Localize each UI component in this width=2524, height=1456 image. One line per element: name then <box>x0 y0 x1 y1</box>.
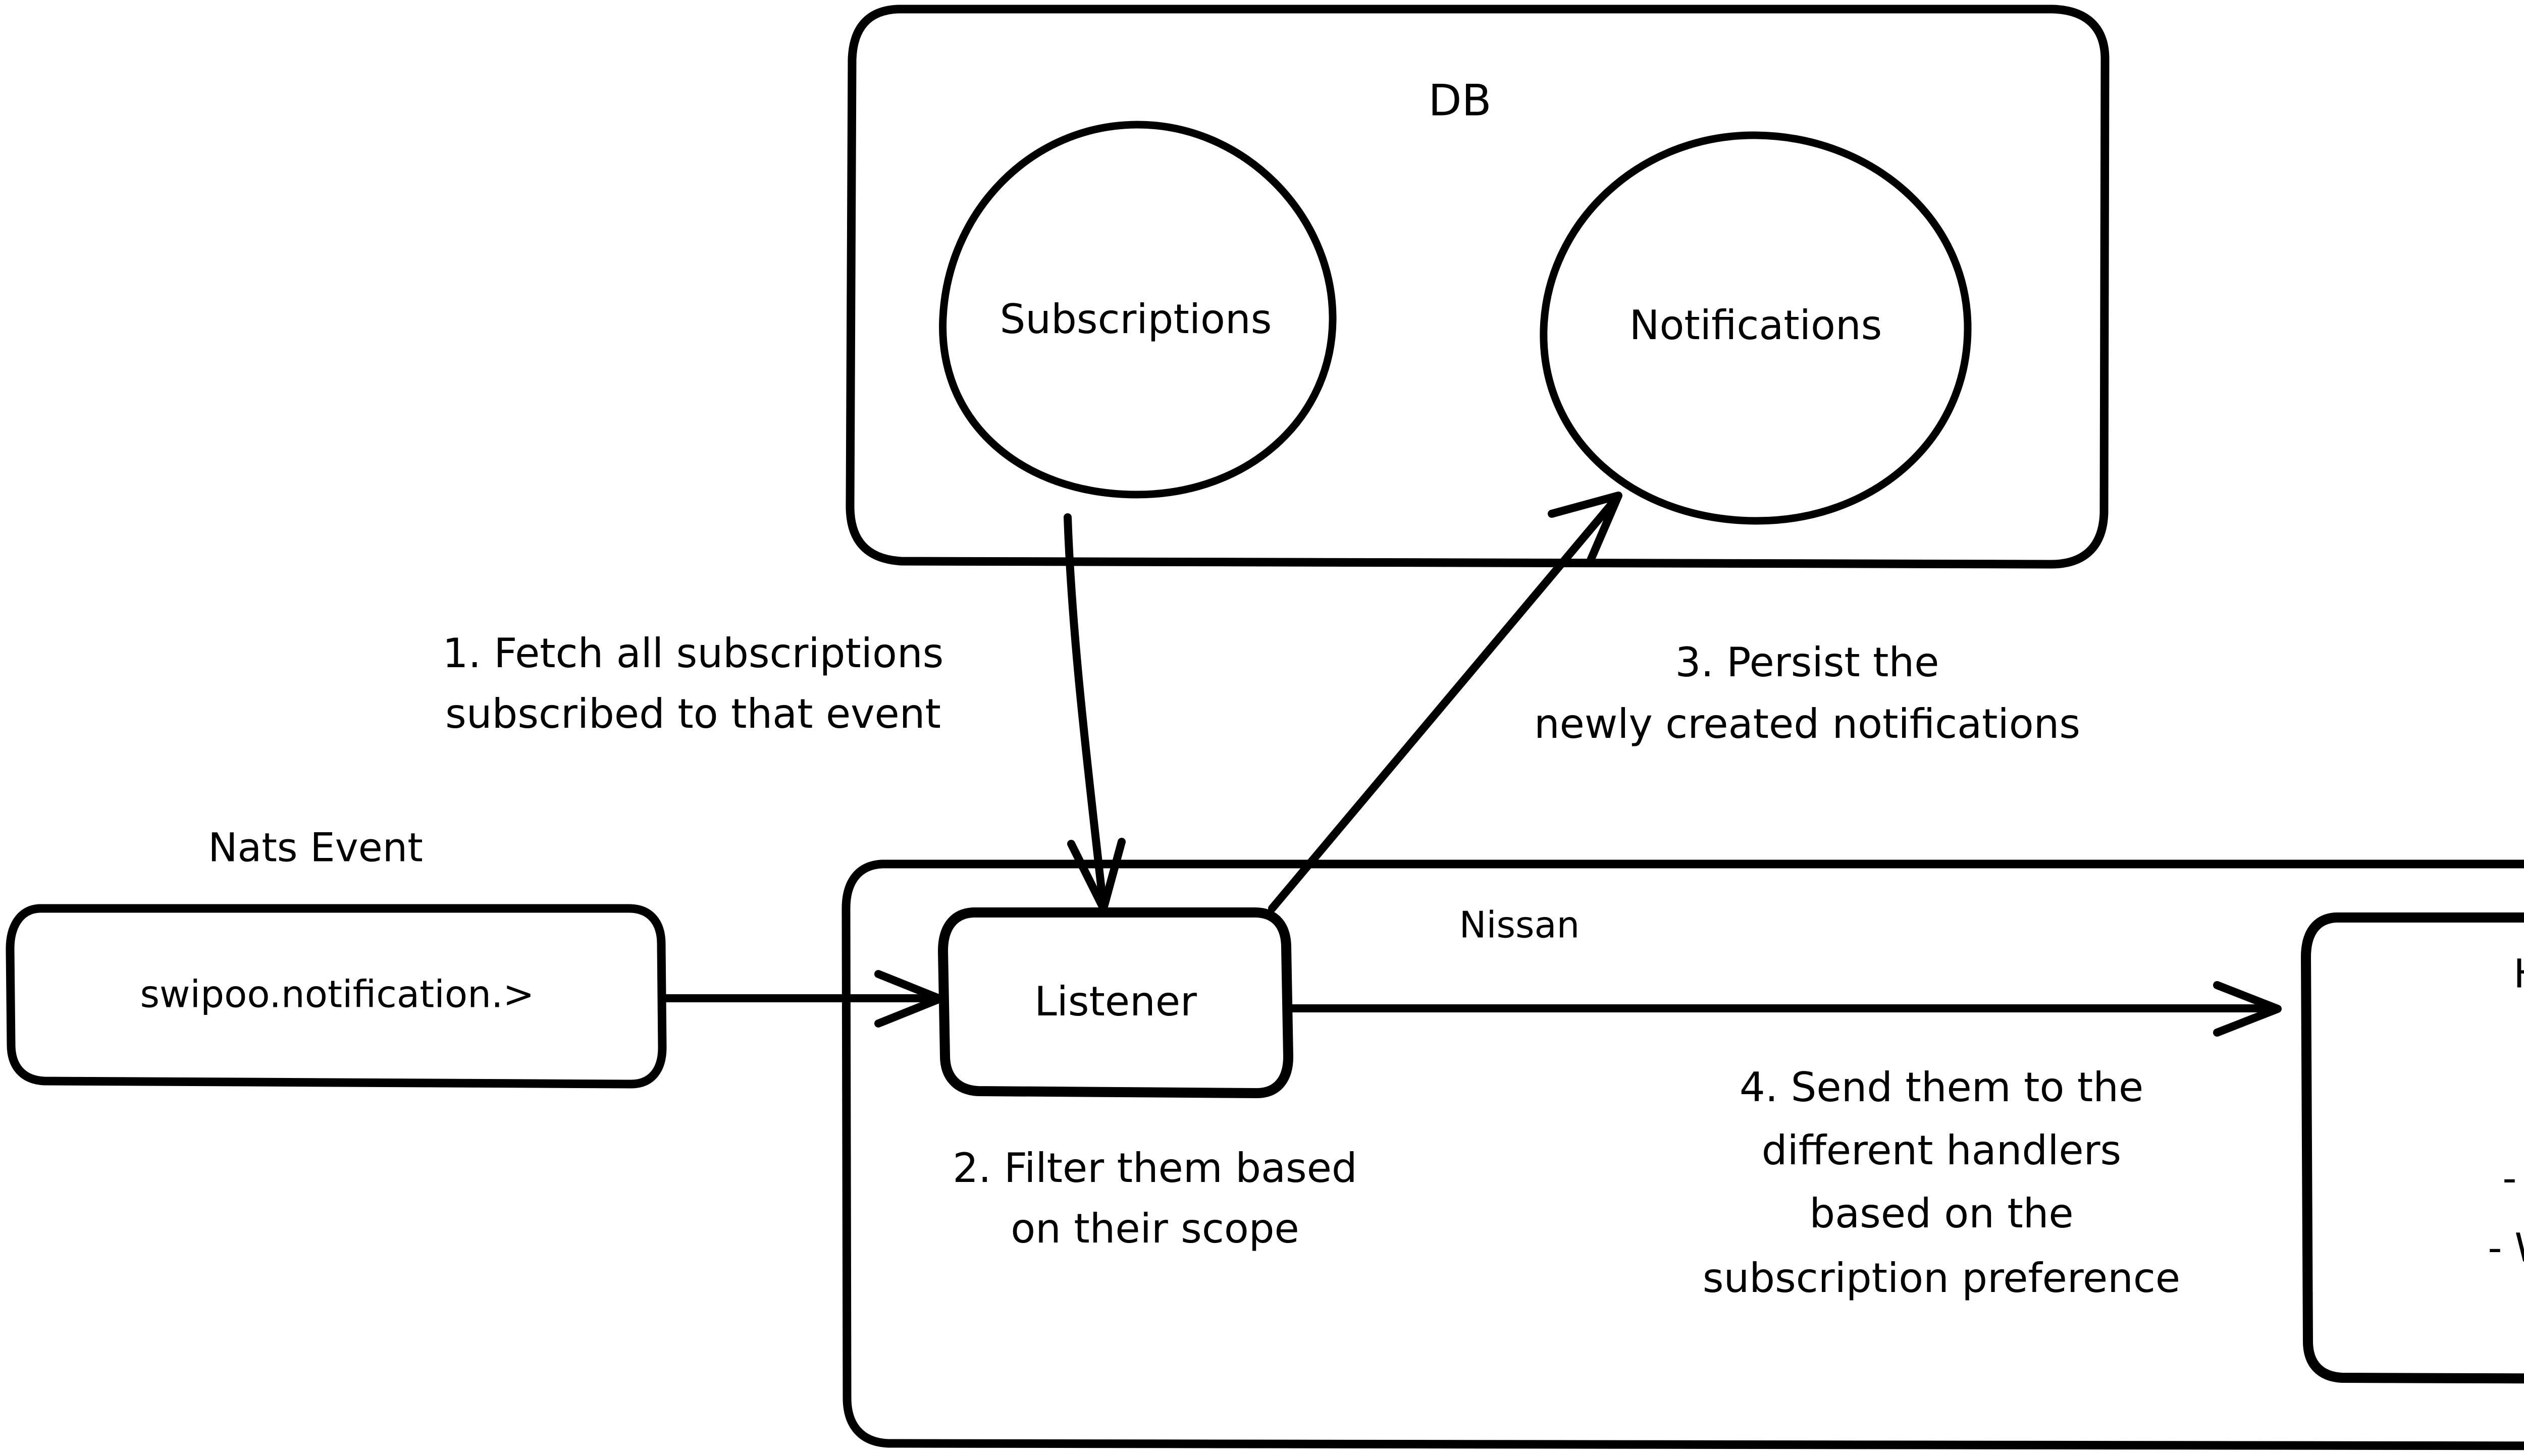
step-4-line-1: 4. Send them to the <box>1740 1064 2143 1111</box>
store-notifications[interactable]: Notifications <box>1540 131 1972 525</box>
notifications-label: Notifications <box>1629 302 1882 349</box>
step-1-annotation: 1. Fetch all subscriptions subscribed to… <box>443 630 944 737</box>
step-2-line-2: on their scope <box>1011 1205 1299 1252</box>
arrow-1-shaft <box>1064 513 1107 907</box>
arrow-nats-to-listener <box>660 970 944 1028</box>
arrow-fetch-subscriptions <box>1064 513 1126 912</box>
step-4-line-4: subscription preference <box>1703 1255 2180 1302</box>
step-4-line-3: based on the <box>1809 1190 2073 1237</box>
listener-label: Listener <box>1034 978 1197 1025</box>
nissan-container[interactable]: Nissan <box>842 859 2524 1450</box>
nissan-label: Nissan <box>1459 904 1580 946</box>
nats-subject-box[interactable]: swipoo.notification.> <box>6 904 667 1089</box>
handler-item-websocket: - Websocket <box>2488 1225 2524 1271</box>
notifications-circle-outline <box>1540 131 1972 525</box>
db-label: DB <box>1428 75 1491 126</box>
arrow-persist-notifications <box>1268 492 1622 912</box>
listener-node[interactable]: Listener <box>938 907 1293 1098</box>
step-1-line-1: 1. Fetch all subscriptions <box>443 630 944 677</box>
handlers-box-outline <box>2301 912 2524 1384</box>
arrow-3-shaft <box>1268 496 1619 912</box>
step-4-line-2: different handlers <box>1762 1127 2121 1174</box>
nats-subject-box-outline <box>6 904 667 1089</box>
step-4-annotation: 4. Send them to the different handlers b… <box>1703 1064 2180 1302</box>
db-box-outline <box>846 5 2110 569</box>
nissan-box-outline <box>842 859 2524 1450</box>
step-3-line-2: newly created notifications <box>1534 700 2080 747</box>
nats-event-caption: Nats Event <box>208 825 423 871</box>
step-1-line-2: subscribed to that event <box>445 690 941 737</box>
step-2-annotation: 2. Filter them based on their scope <box>953 1145 1357 1252</box>
subscriptions-label: Subscriptions <box>1000 296 1272 343</box>
handlers-title: Handlers: <box>2513 951 2524 997</box>
arrow-handlers-head <box>2213 981 2282 1037</box>
arrow-listener-to-handlers <box>1287 981 2282 1037</box>
arrow-3-head <box>1548 492 1622 565</box>
db-container[interactable]: DB <box>846 5 2110 569</box>
listener-box-outline <box>938 907 1293 1098</box>
step-3-annotation: 3. Persist the newly created notificatio… <box>1534 639 2080 747</box>
nats-subject-text: swipoo.notification.> <box>140 973 534 1016</box>
step-2-line-1: 2. Filter them based <box>953 1145 1357 1192</box>
handlers-node[interactable]: Handlers: - Slack - Twillio - Postmark -… <box>2301 912 2524 1384</box>
step-3-line-1: 3. Persist the <box>1675 639 1939 686</box>
store-subscriptions[interactable]: Subscriptions <box>939 121 1337 499</box>
subscriptions-circle-outline <box>939 121 1337 499</box>
handler-item-postmark: - Postmark <box>2502 1156 2524 1201</box>
